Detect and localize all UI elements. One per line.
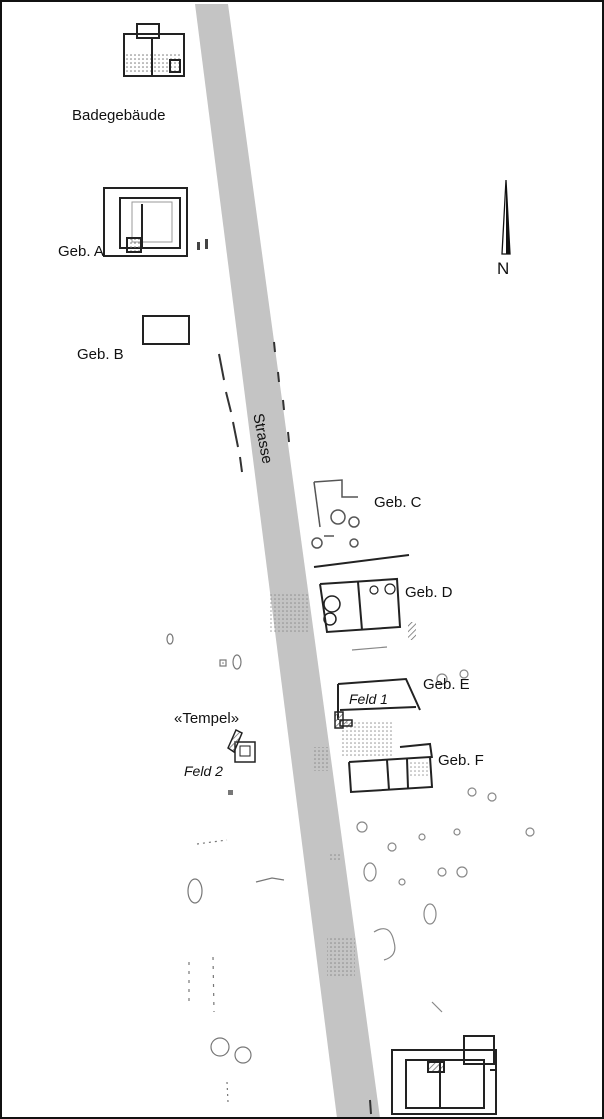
south-mark <box>369 1099 372 1115</box>
north-letter: N <box>497 259 510 278</box>
label-geb-a: Geb. A <box>58 243 104 260</box>
feld-2-marker <box>227 728 243 754</box>
east-features <box>356 787 535 1013</box>
building-south <box>391 1035 497 1115</box>
building-tempel <box>234 741 256 763</box>
label-geb-b: Geb. B <box>77 346 124 363</box>
west-wall-dashes <box>218 353 243 473</box>
building-geb-b <box>142 315 190 345</box>
label-tempel: «Tempel» <box>174 710 240 727</box>
label-geb-d: Geb. D <box>405 584 453 601</box>
label-geb-f: Geb. F <box>438 752 484 769</box>
building-geb-a <box>103 187 188 257</box>
label-feld-1: Feld 1 <box>349 691 388 707</box>
west-features <box>166 633 285 1103</box>
building-badegebaeude <box>123 23 185 77</box>
tempel-small-mark <box>228 790 233 795</box>
north-arrow-icon <box>501 179 511 255</box>
label-geb-e: Geb. E <box>423 676 470 693</box>
east-dotted-patches <box>312 747 430 977</box>
geb-f-dotted-area <box>342 722 392 758</box>
building-geb-f <box>339 706 434 794</box>
geb-d-dotted-area <box>270 592 310 632</box>
label-feld-2: Feld 2 <box>184 763 223 779</box>
label-badegebaeude: Badegebäude <box>72 107 166 124</box>
building-geb-c <box>311 479 360 549</box>
feld-1-marker <box>334 711 353 729</box>
geb-a-marks <box>197 239 208 250</box>
label-geb-c: Geb. C <box>374 494 422 511</box>
building-geb-d <box>313 554 416 640</box>
road-strasse <box>195 4 380 1117</box>
east-wall-dashes <box>273 341 290 443</box>
